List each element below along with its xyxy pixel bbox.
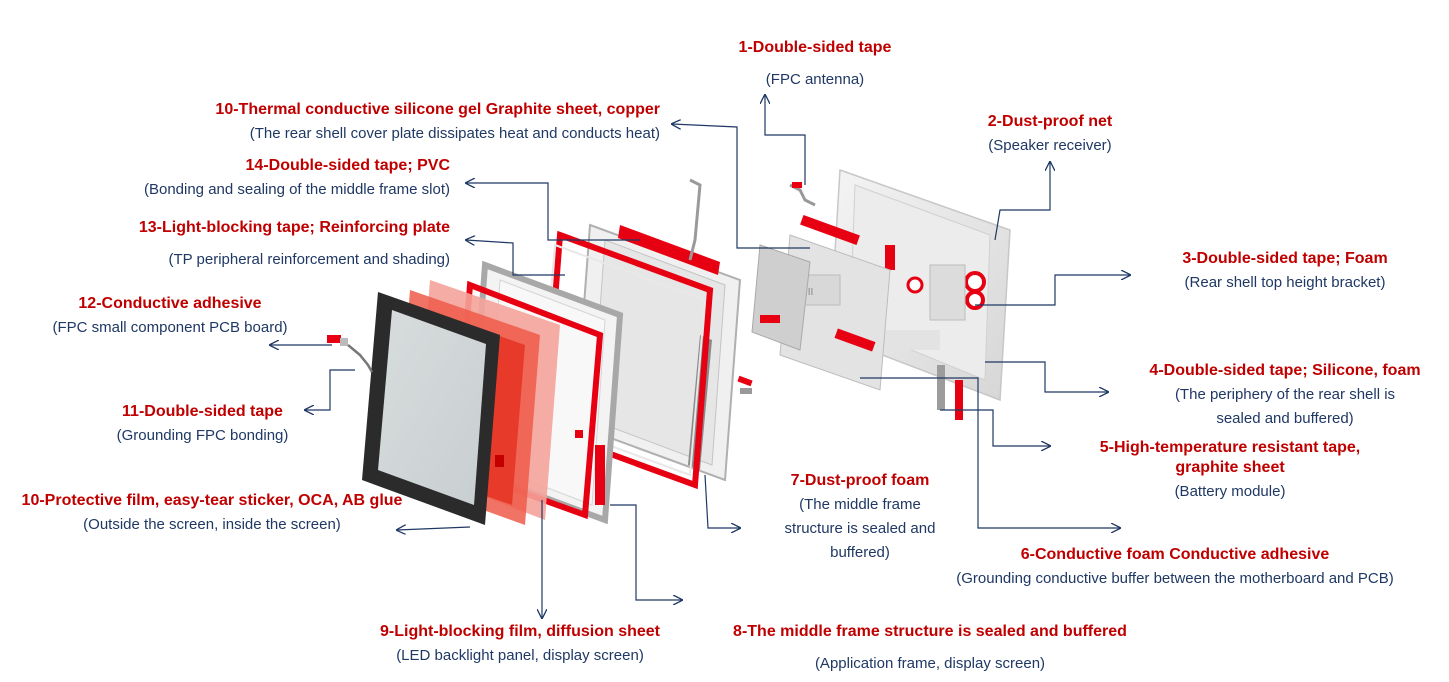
label-9-desc: (LED backlight panel, display screen) bbox=[396, 647, 644, 664]
label-4-title: 4-Double-sided tape; Silicone, foam bbox=[1149, 362, 1421, 379]
label-7-desc-1: (The middle frame bbox=[799, 496, 921, 513]
label-2-desc: (Speaker receiver) bbox=[988, 137, 1112, 154]
label-1-desc: (FPC antenna) bbox=[765, 71, 865, 88]
label-1-title: 1-Double-sided tape bbox=[738, 39, 892, 56]
label-4-desc-2: sealed and buffered) bbox=[1216, 410, 1354, 427]
leader-14 bbox=[466, 183, 640, 241]
leader-5 bbox=[940, 409, 1050, 446]
label-6: 6-Conductive foam Conductive adhesive (G… bbox=[910, 545, 1440, 589]
leader-3 bbox=[975, 275, 1130, 306]
leader-11 bbox=[305, 369, 355, 410]
label-10b-desc: (The rear shell cover plate dissipates h… bbox=[249, 125, 660, 142]
label-10b: 10-Thermal conductive silicone gel Graph… bbox=[150, 100, 660, 144]
leader-8 bbox=[610, 504, 682, 600]
leader-4 bbox=[985, 361, 1108, 392]
label-13: 13-Light-blocking tape; Reinforcing plat… bbox=[60, 218, 450, 270]
motherboard: III bbox=[751, 182, 891, 391]
label-5-title: 5-High-temperature resistant tape, bbox=[1099, 439, 1361, 456]
fpc-parts bbox=[327, 335, 753, 394]
label-9-title: 9-Light-blocking film, diffusion sheet bbox=[380, 623, 660, 640]
label-14: 14-Double-sided tape; PVC (Bonding and s… bbox=[60, 156, 450, 200]
label-7-desc-2: structure is sealed and bbox=[784, 520, 936, 537]
label-7: 7-Dust-proof foam (The middle frame stru… bbox=[770, 471, 950, 563]
label-12-desc: (FPC small component PCB board) bbox=[52, 319, 288, 336]
label-10b-title: 10-Thermal conductive silicone gel Graph… bbox=[215, 101, 660, 118]
label-13-desc: (TP peripheral reinforcement and shading… bbox=[168, 251, 450, 268]
label-4-desc-1: (The periphery of the rear shell is bbox=[1174, 386, 1396, 403]
label-5-title-2: graphite sheet bbox=[1175, 459, 1285, 476]
svg-text:III: III bbox=[805, 287, 813, 298]
label-11-title: 11-Double-sided tape bbox=[122, 403, 283, 420]
touch-panel bbox=[362, 292, 500, 525]
label-2-title: 2-Dust-proof net bbox=[987, 113, 1113, 130]
label-3: 3-Double-sided tape; Foam (Rear shell to… bbox=[1160, 249, 1410, 293]
label-3-title: 3-Double-sided tape; Foam bbox=[1182, 250, 1388, 267]
label-6-title: 6-Conductive foam Conductive adhesive bbox=[1020, 546, 1330, 563]
label-10a-desc: (Outside the screen, inside the screen) bbox=[83, 516, 341, 533]
label-8-desc: (Application frame, display screen) bbox=[814, 655, 1046, 672]
label-7-title: 7-Dust-proof foam bbox=[790, 472, 930, 489]
label-8-title: 8-The middle frame structure is sealed a… bbox=[733, 623, 1127, 640]
label-4: 4-Double-sided tape; Silicone, foam (The… bbox=[1125, 361, 1445, 429]
leader-1 bbox=[765, 95, 806, 185]
label-1: 1-Double-sided tape (FPC antenna) bbox=[720, 38, 910, 90]
label-11: 11-Double-sided tape (Grounding FPC bond… bbox=[90, 402, 315, 446]
leader-6 bbox=[860, 377, 1120, 528]
leader-lines bbox=[270, 95, 1130, 618]
label-12: 12-Conductive adhesive (FPC small compon… bbox=[25, 294, 315, 338]
leader-10a bbox=[397, 527, 471, 530]
leader-10b bbox=[672, 124, 810, 249]
leader-2 bbox=[994, 162, 1050, 241]
label-10a-title: 10-Protective film, easy-tear sticker, O… bbox=[21, 492, 403, 509]
label-14-desc: (Bonding and sealing of the middle frame… bbox=[143, 181, 450, 198]
label-6-desc: (Grounding conductive buffer between the… bbox=[956, 570, 1394, 587]
label-10a: 10-Protective film, easy-tear sticker, O… bbox=[2, 491, 422, 535]
label-2: 2-Dust-proof net (Speaker receiver) bbox=[960, 112, 1140, 156]
leader-7 bbox=[704, 474, 740, 528]
label-13-title: 13-Light-blocking tape; Reinforcing plat… bbox=[138, 219, 450, 236]
leader-13 bbox=[466, 240, 565, 276]
label-5-desc: (Battery module) bbox=[1174, 483, 1286, 500]
label-5: 5-High-temperature resistant tape, graph… bbox=[1070, 438, 1390, 502]
label-8: 8-The middle frame structure is sealed a… bbox=[700, 622, 1160, 674]
label-14-title: 14-Double-sided tape; PVC bbox=[245, 157, 450, 174]
label-11-desc: (Grounding FPC bonding) bbox=[116, 427, 289, 444]
label-3-desc: (Rear shell top height bracket) bbox=[1184, 274, 1386, 291]
label-12-title: 12-Conductive adhesive bbox=[78, 295, 262, 312]
label-7-desc-3: buffered) bbox=[830, 544, 890, 561]
label-9: 9-Light-blocking film, diffusion sheet (… bbox=[355, 622, 685, 666]
